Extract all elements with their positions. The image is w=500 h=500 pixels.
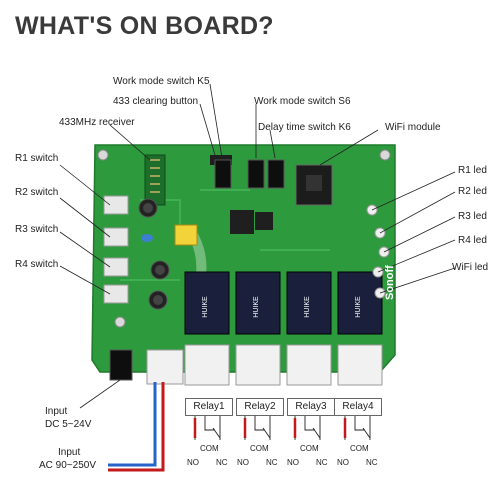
relay-label-2: Relay2 <box>236 398 284 416</box>
label-433-clear: 433 clearing button <box>113 96 199 107</box>
label-wifi-led: WiFi led <box>452 262 489 273</box>
relay2-nc: NC <box>266 458 278 467</box>
label-r1-switch: R1 switch <box>15 153 59 164</box>
relay-body-text: HUIKE <box>202 296 209 318</box>
relay1-no: NO <box>187 458 199 467</box>
terminal-blocks <box>146 344 383 386</box>
relay4-no: NO <box>337 458 349 467</box>
page-title: WHAT'S ON BOARD? <box>15 12 274 40</box>
transformer <box>174 224 198 246</box>
label-r4-led: R4 led <box>458 235 487 246</box>
label-r2-switch: R2 switch <box>15 187 59 198</box>
relay4-com: COM <box>350 444 369 453</box>
label-r2-led: R2 led <box>458 186 487 197</box>
label-s6: Work mode switch S6 <box>254 96 351 107</box>
label-wifi-module: WiFi module <box>385 122 441 133</box>
input-wires <box>108 382 165 472</box>
relay-label-4: Relay4 <box>334 398 382 416</box>
relay1-com: COM <box>200 444 219 453</box>
pcb-board <box>91 144 396 373</box>
relay4-nc: NC <box>366 458 378 467</box>
relay2-no: NO <box>237 458 249 467</box>
relay-body-text: HUIKE <box>355 296 362 318</box>
callout-lines <box>59 83 456 409</box>
label-r1-led: R1 led <box>458 165 487 176</box>
label-k6: Delay time switch K6 <box>258 122 351 133</box>
label-r4-switch: R4 switch <box>15 259 59 270</box>
relay-label-1: Relay1 <box>185 398 233 416</box>
relay-body-text: HUIKE <box>253 296 260 318</box>
label-dc-input-2: DC 5~24V <box>45 419 92 430</box>
dc-jack <box>109 349 133 381</box>
label-r3-led: R3 led <box>458 211 487 222</box>
label-r3-switch: R3 switch <box>15 224 59 235</box>
label-dc-input-1: Input <box>45 406 68 417</box>
relay1-nc: NC <box>216 458 228 467</box>
capacitors <box>138 198 170 310</box>
label-receiver: 433MHz receiver <box>59 117 135 128</box>
label-k5: Work mode switch K5 <box>113 76 210 87</box>
dip-switches <box>214 159 285 189</box>
label-ac-input-2: AC 90~250V <box>39 460 96 471</box>
brand-text: Sonoff <box>384 265 396 300</box>
relay-body-text: HUIKE <box>304 296 311 318</box>
relay3-no: NO <box>287 458 299 467</box>
receiver-module <box>144 154 166 206</box>
relay-label-3: Relay3 <box>287 398 335 416</box>
relay-red-wires <box>193 418 347 438</box>
push-buttons <box>103 195 129 304</box>
relay-blocks: HUIKE HUIKE HUIKE HUIKE <box>184 271 383 335</box>
relay3-com: COM <box>300 444 319 453</box>
relay3-nc: NC <box>316 458 328 467</box>
relay2-com: COM <box>250 444 269 453</box>
label-ac-input-1: Input <box>58 447 81 458</box>
